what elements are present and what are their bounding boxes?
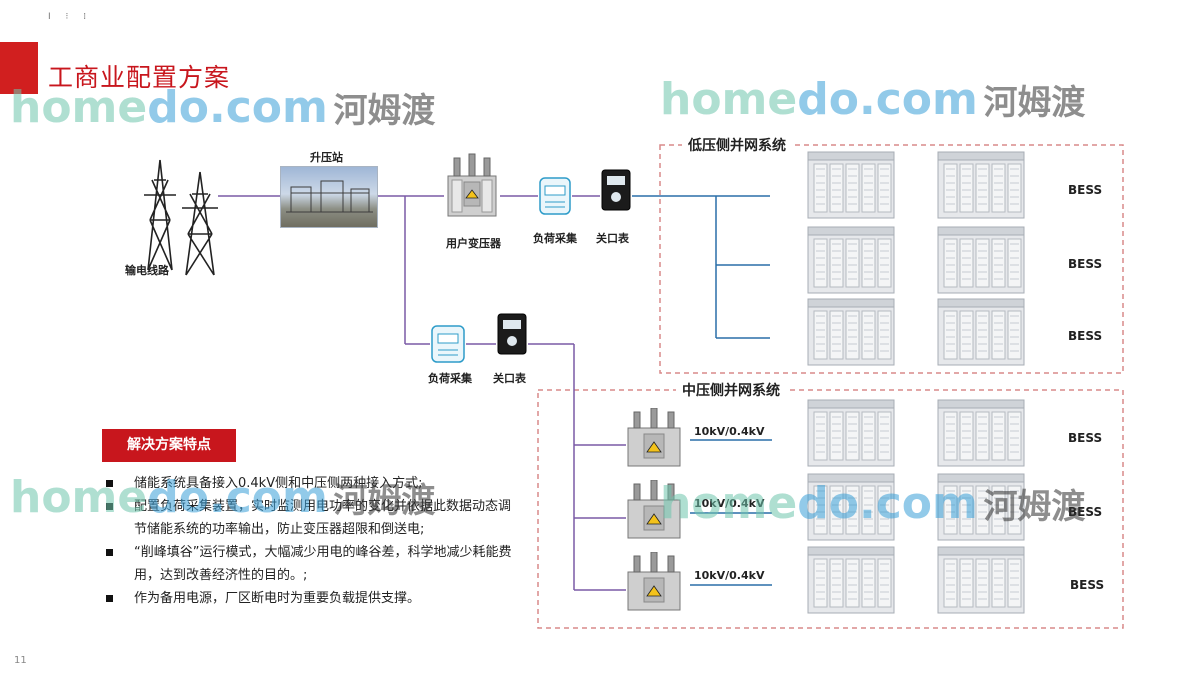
page-title: 工商业配置方案 xyxy=(48,63,231,92)
bess-cabinet-icon xyxy=(937,298,1025,366)
substation-photo xyxy=(280,166,378,228)
medium-voltage-box xyxy=(537,389,1124,629)
watermark: homedo.com 河姆渡 xyxy=(10,82,435,133)
load-collection-label-2: 负荷采集 xyxy=(428,372,472,385)
bess-label: BESS xyxy=(1068,505,1103,519)
load-collector-icon xyxy=(431,325,465,363)
page-number: 11 xyxy=(14,655,27,666)
features-list: 储能系统具备接入0.4kV侧和中压侧两种接入方式; 配置负荷采集装置，实时监测用… xyxy=(100,472,520,610)
bess-label: BESS xyxy=(1068,257,1103,271)
gateway-meter-label-1: 关口表 xyxy=(596,232,629,245)
title-accent-bar xyxy=(0,42,38,94)
transmission-tower-icon xyxy=(144,159,218,276)
watermark-home: home xyxy=(660,478,798,529)
gateway-meter-icon xyxy=(601,169,631,211)
bess-cabinet-icon xyxy=(807,473,895,541)
user-transformer-icon xyxy=(447,153,497,217)
bess-cabinet-icon xyxy=(937,151,1025,219)
kv-label-3: 10kV/0.4kV xyxy=(694,569,765,582)
watermark-brand: 河姆渡 xyxy=(333,481,436,521)
bess-cabinet-icon xyxy=(937,546,1025,614)
watermark-brand: 河姆渡 xyxy=(983,487,1086,527)
kv-label-1: 10kV/0.4kV xyxy=(694,425,765,438)
watermark-brand: 河姆渡 xyxy=(983,83,1086,123)
load-collector-icon xyxy=(539,177,571,215)
gateway-meter-icon xyxy=(497,313,527,355)
bess-cabinet-icon xyxy=(937,399,1025,467)
bess-label: BESS xyxy=(1070,578,1105,592)
bess-cabinet-icon xyxy=(807,546,895,614)
bess-label: BESS xyxy=(1068,183,1103,197)
features-heading: 解决方案特点 xyxy=(102,429,236,462)
feature-item: 配置负荷采集装置，实时监测用电功率的变化并依据此数据动态调节储能系统的功率输出，… xyxy=(100,495,520,541)
watermark: homedo.com 河姆渡 xyxy=(660,74,1085,125)
watermark-home: home xyxy=(10,82,148,133)
watermark-brand: 河姆渡 xyxy=(333,91,436,131)
bess-cabinet-icon xyxy=(807,151,895,219)
gateway-meter-label-2: 关口表 xyxy=(493,372,526,385)
substation-structure-icon xyxy=(286,180,373,213)
bess-cabinet-icon xyxy=(807,298,895,366)
low-voltage-system-title: 低压侧并网系统 xyxy=(682,135,792,155)
feature-item: 作为备用电源，厂区断电时为重要负载提供支撑。 xyxy=(100,587,520,610)
watermark-home: home xyxy=(660,74,798,125)
bess-label: BESS xyxy=(1068,329,1103,343)
watermark: homedo.com 河姆渡 xyxy=(660,478,1085,529)
watermark-com: do.com xyxy=(147,82,328,133)
mv-transformer-icon xyxy=(627,408,681,467)
user-transformer-label: 用户变压器 xyxy=(446,237,501,250)
bess-cabinet-icon xyxy=(937,226,1025,294)
transmission-line-label: 输电线路 xyxy=(125,264,169,277)
watermark: homedo.com 河姆渡 xyxy=(10,472,435,523)
watermark-home: home xyxy=(10,472,148,523)
bess-label: BESS xyxy=(1068,431,1103,445)
watermark-com: do.com xyxy=(147,472,328,523)
kv-label-2: 10kV/0.4kV xyxy=(694,497,765,510)
medium-voltage-system-title: 中压侧并网系统 xyxy=(676,380,786,400)
load-collection-label-1: 负荷采集 xyxy=(533,232,577,245)
watermark-com: do.com xyxy=(797,478,978,529)
watermark-com: do.com xyxy=(797,74,978,125)
mv-transformer-icon xyxy=(627,480,681,539)
bess-cabinet-icon xyxy=(807,399,895,467)
bess-cabinet-icon xyxy=(937,473,1025,541)
feature-item: “削峰填谷”运行模式，大幅减少用电的峰谷差，科学地减少耗能费用，达到改善经济性的… xyxy=(100,541,520,587)
feature-item: 储能系统具备接入0.4kV侧和中压侧两种接入方式; xyxy=(100,472,520,495)
bess-cabinet-icon xyxy=(807,226,895,294)
header-marks: I ⁝ ⁞ xyxy=(48,12,93,22)
substation-label: 升压站 xyxy=(310,151,343,164)
low-voltage-box xyxy=(659,144,1124,374)
mv-transformer-icon xyxy=(627,552,681,611)
